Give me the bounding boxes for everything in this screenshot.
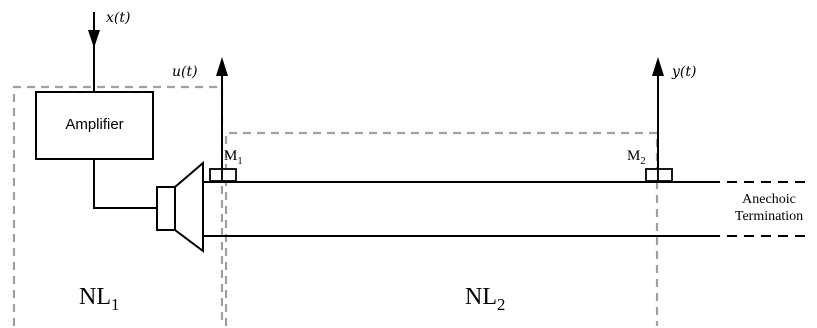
termination-line1: Anechoic (742, 192, 796, 207)
mic2-label: M2 (627, 148, 646, 167)
termination-line2: Termination (734, 209, 804, 224)
amplifier-label: Amplifier (65, 116, 124, 133)
y-output-arrowhead (652, 57, 664, 76)
input-signal-label: x(t) (106, 10, 131, 26)
u-output-arrowhead (216, 57, 228, 76)
mic2-body-right (657, 168, 673, 182)
mic1-body-right (221, 168, 237, 182)
anechoic-termination-label: Anechoic Termination (721, 191, 817, 225)
mic1-body-left (209, 168, 223, 182)
nl1-label-base: NL (79, 284, 111, 310)
mic2-label-base: M (627, 148, 641, 164)
nl2-dashed-boundary (224, 131, 659, 326)
output-signal-label: y(t) (672, 64, 697, 80)
nl2-label: NL2 (465, 284, 505, 315)
mic2-body-left (645, 168, 659, 182)
nl2-label-sub: 2 (497, 294, 506, 314)
loudspeaker-magnet (156, 186, 176, 231)
intermediate-signal-label: u(t) (172, 64, 198, 80)
nl1-label-sub: 1 (111, 294, 120, 314)
loudspeaker-cone (174, 160, 204, 253)
input-arrowhead (88, 30, 100, 48)
mic1-label-sub: 1 (237, 156, 243, 167)
mic1-label: M1 (224, 148, 243, 167)
mic1-label-base: M (224, 148, 238, 164)
nl1-label: NL1 (79, 284, 119, 315)
amplifier-box (35, 91, 154, 160)
mic2-label-sub: 2 (640, 156, 646, 167)
nl2-label-base: NL (465, 284, 497, 310)
nl1-dashed-boundary (12, 85, 224, 326)
amplifier-to-speaker-wire (93, 159, 157, 209)
